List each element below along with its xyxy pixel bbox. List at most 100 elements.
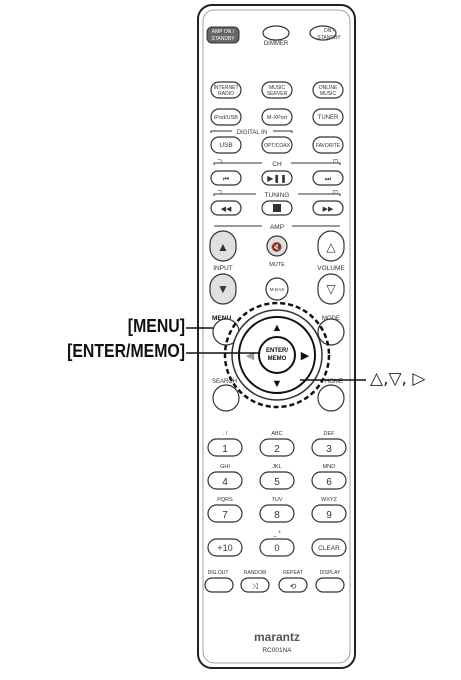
keypad-sub-label: ABC [271, 431, 282, 437]
rewind-button[interactable] [210, 200, 242, 216]
svg-text:RADIO: RADIO [218, 91, 234, 97]
tuner-button[interactable] [312, 108, 344, 126]
mdax-button[interactable] [265, 277, 289, 301]
amp-label: AMP [270, 224, 284, 231]
dpad-up-icon[interactable]: ▲ [272, 322, 283, 334]
on-standby-button[interactable]: ON / STANDBY [309, 25, 341, 41]
opt-coax-label: OPT/COAX [264, 143, 291, 149]
m-xport-button[interactable] [261, 108, 293, 126]
keypad-sub-label: JKL [272, 464, 281, 470]
keypad-button-4[interactable] [207, 471, 243, 490]
zero-button[interactable] [259, 538, 295, 557]
zero-label: 0 [274, 543, 279, 553]
dpad-down-icon[interactable]: ▼ [272, 378, 283, 390]
dimmer-button[interactable]: DIMMER [262, 25, 290, 47]
ch-label: CH [272, 161, 282, 168]
fast-forward-button[interactable] [312, 200, 344, 216]
model-label: RC001NA [262, 647, 292, 654]
keypad-number: 9 [326, 510, 332, 521]
mode-button[interactable] [317, 318, 345, 346]
svg-text:STANDBY: STANDBY [317, 35, 341, 41]
internet-radio-button[interactable] [210, 81, 242, 99]
keypad-sub-label: . / [223, 431, 228, 437]
svg-text:ONLINE: ONLINE [319, 85, 338, 91]
keypad-number: 6 [326, 477, 332, 488]
svg-text:AMP ON /: AMP ON / [212, 29, 235, 35]
svg-text:▽: ▽ [326, 282, 336, 296]
keypad-button-5[interactable] [259, 471, 295, 490]
keypad-button-3[interactable] [311, 438, 347, 457]
favorite-button[interactable] [312, 136, 344, 154]
svg-text:ON /: ON / [324, 28, 335, 34]
directional-pad: ENTER/ MEMO ▲ ▼ ◀ ▶ [223, 301, 331, 409]
repeat-button[interactable] [278, 577, 308, 593]
bottom-row: _ * +10 0 CLEAR DIG.OUT RANDOM REPEAT DI… [204, 531, 347, 593]
online-music-button[interactable] [312, 81, 344, 99]
music-server-button[interactable] [261, 81, 293, 99]
keypad-sub-label: TUV [272, 497, 283, 503]
mdax-label: M-DAX [270, 287, 285, 292]
dimmer-label: DIMMER [264, 41, 289, 47]
skip-back-button[interactable] [210, 170, 242, 186]
digital-in-label: DIGITAL IN [237, 130, 267, 136]
usb-button[interactable] [210, 136, 242, 154]
volume-label: VOLUME [317, 265, 345, 272]
display-label: DISPLAY [320, 570, 341, 576]
enter-memo-button[interactable] [258, 336, 296, 374]
zero-sub-label: _ * [272, 531, 281, 537]
dig-out-button[interactable] [204, 577, 234, 593]
keypad-button-6[interactable] [311, 471, 347, 490]
svg-text:STANDBY: STANDBY [211, 36, 235, 42]
keypad-button-9[interactable] [311, 504, 347, 523]
svg-text:▶▶: ▶▶ [323, 206, 334, 213]
keypad-sub-label: GHI [220, 464, 230, 470]
search-button[interactable] [212, 384, 240, 412]
ipod-usb-button[interactable] [210, 108, 242, 126]
mute-button[interactable] [266, 235, 288, 257]
svg-text:⏮: ⏮ [223, 176, 229, 183]
svg-text:⊡: ⊡ [333, 190, 338, 196]
shuffle-icon: ⤨ [252, 582, 259, 591]
mute-label: MUTE [269, 262, 285, 268]
highlight-ring [223, 301, 331, 409]
dpad-left-icon[interactable]: ◀ [246, 350, 255, 362]
svg-text:🔇: 🔇 [271, 241, 282, 252]
keypad-button-8[interactable] [259, 504, 295, 523]
keypad-button-7[interactable] [207, 504, 243, 523]
display-button[interactable] [315, 577, 345, 593]
clear-label: CLEAR [318, 545, 340, 552]
home-label: HOME [325, 379, 343, 385]
skip-forward-button[interactable] [312, 170, 344, 186]
svg-text:⊡: ⊡ [333, 159, 338, 165]
keypad-number: 2 [274, 444, 280, 455]
keypad-sub-label: WXYZ [321, 497, 338, 503]
random-button[interactable] [240, 577, 270, 593]
svg-text:MUSIC: MUSIC [320, 91, 337, 97]
svg-text:▲: ▲ [217, 240, 229, 254]
svg-text:INTERNET: INTERNET [214, 85, 239, 91]
plus10-button[interactable] [207, 538, 243, 557]
keypad-button-1[interactable] [207, 438, 243, 457]
input-down-button[interactable] [209, 273, 237, 305]
menu-callout: [MENU] [127, 316, 185, 336]
keypad-number: 5 [274, 477, 280, 488]
amp-section: AMP ▲ △ 🔇 MUTE INPUT VOLUME ▼ M-DAX ▽ [209, 224, 345, 305]
volume-down-button[interactable] [317, 273, 345, 305]
clear-button[interactable] [311, 538, 347, 557]
keypad-sub-label: DEF [324, 431, 336, 437]
dpad-right-icon[interactable]: ▶ [301, 350, 310, 362]
svg-text:▶❚❚: ▶❚❚ [267, 174, 287, 183]
input-up-button[interactable] [209, 230, 237, 262]
repeat-label: REPEAT [283, 570, 303, 576]
m-xport-label: M-XPort [267, 115, 288, 121]
amp-on-standby-button[interactable]: AMP ON / STANDBY [206, 26, 240, 44]
svg-text:ENTER/: ENTER/ [266, 348, 288, 354]
favorite-label: FAVORITE [316, 143, 341, 149]
home-button[interactable] [317, 384, 345, 412]
opt-coax-button[interactable] [261, 136, 293, 154]
volume-up-button[interactable] [317, 230, 345, 262]
keypad-button-2[interactable] [259, 438, 295, 457]
svg-text:▼: ▼ [217, 282, 229, 296]
play-pause-button[interactable] [261, 170, 293, 186]
